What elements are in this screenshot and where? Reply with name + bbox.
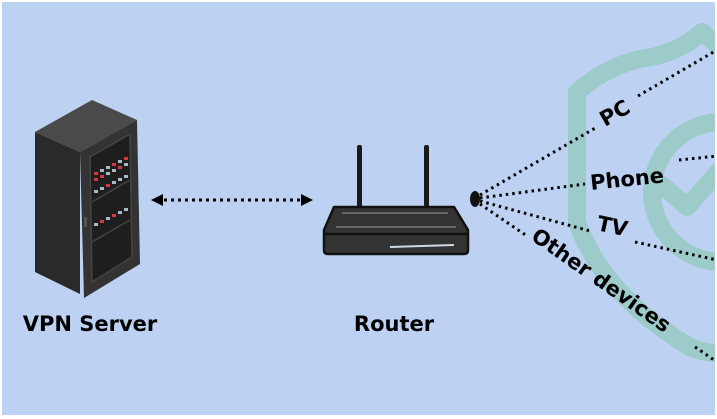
phone-line-2 <box>678 154 715 162</box>
device-label-other: Other devices <box>527 223 675 337</box>
other-line-1 <box>479 202 528 238</box>
device-label-pc: PC <box>596 95 635 131</box>
device-connections <box>479 49 715 363</box>
wifi-router-icon <box>322 145 470 256</box>
phone-line-1 <box>479 182 586 200</box>
pc-line-2 <box>637 49 715 98</box>
router-label: Router <box>354 312 435 336</box>
device-label-tv: TV <box>595 211 631 241</box>
signal-emitter-icon <box>470 191 480 207</box>
tv-line-2 <box>634 240 715 262</box>
server-label: VPN Server <box>23 312 158 336</box>
other-line-2 <box>694 345 715 363</box>
server-rack-icon <box>35 100 140 298</box>
shield-check-icon <box>568 23 715 362</box>
pc-line-1 <box>479 125 598 197</box>
